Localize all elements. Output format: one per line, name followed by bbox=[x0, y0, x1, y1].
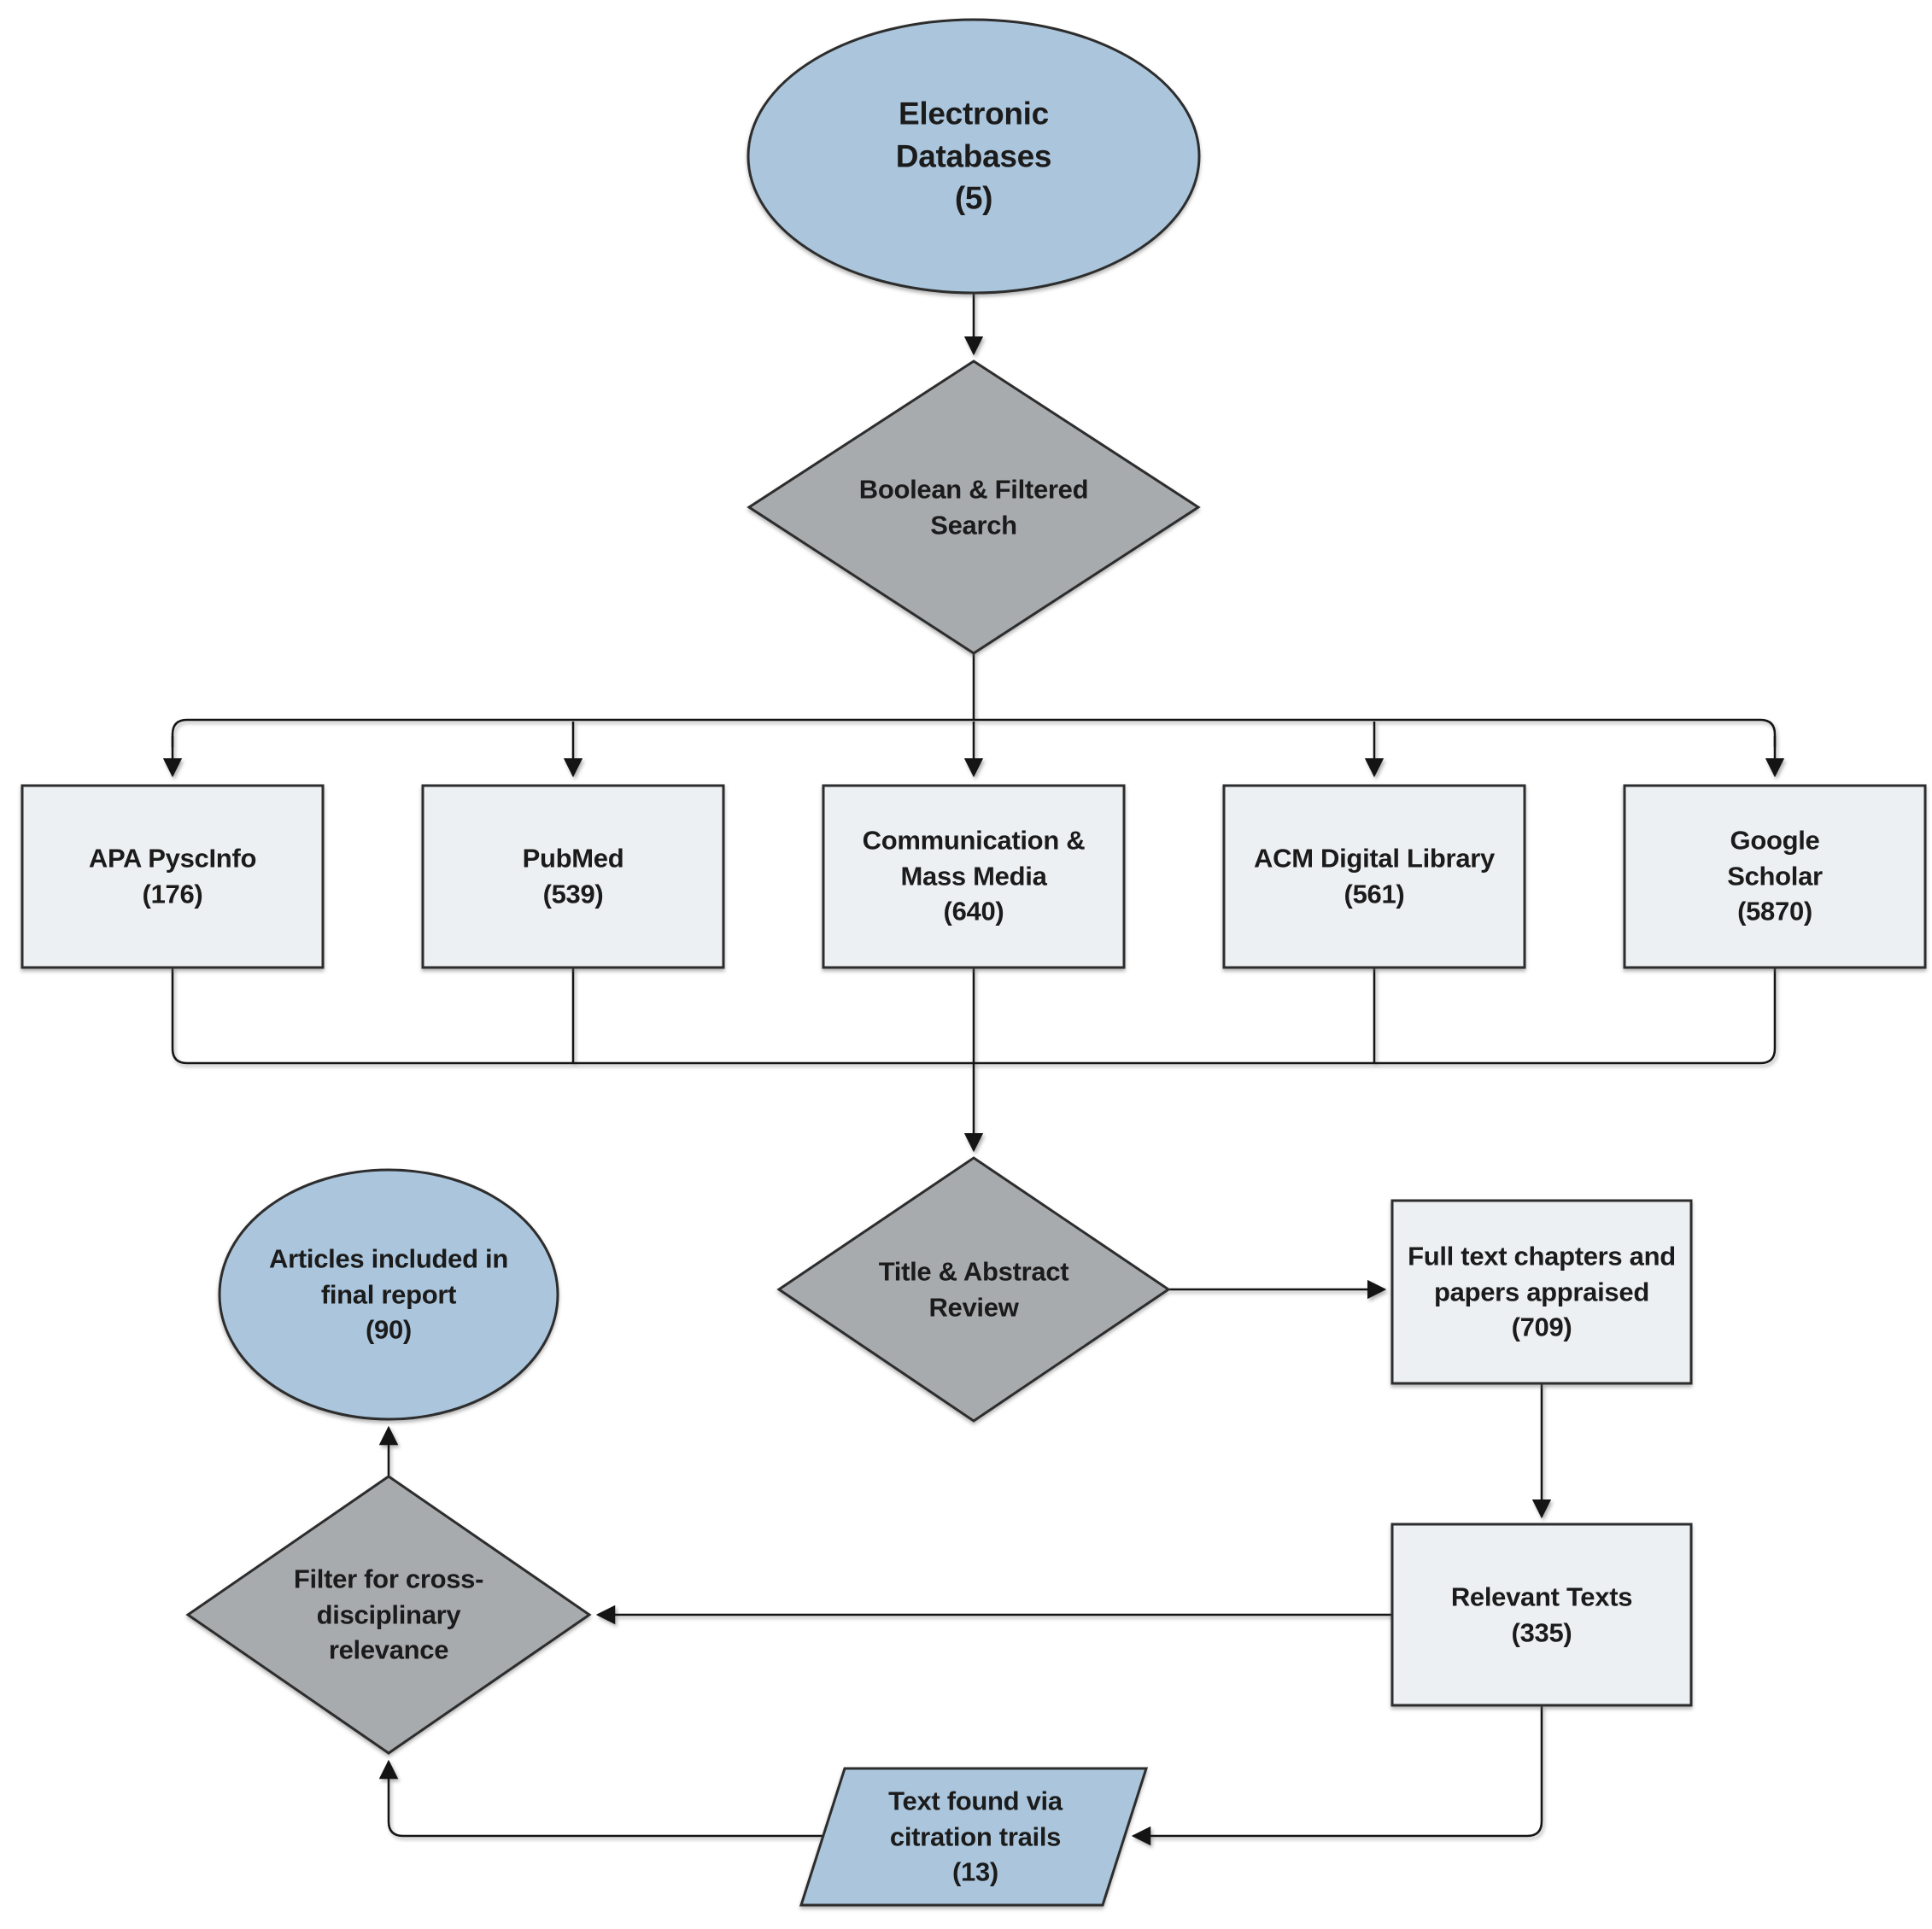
node-label-communication-mass-media: Communication & Mass Media (640) bbox=[862, 825, 1086, 927]
node-label-citation-trails: Text found via citration trails (13) bbox=[888, 1786, 1063, 1887]
node-label-electronic-databases: Electronic Databases (5) bbox=[895, 96, 1052, 216]
node-box-communication-mass-media bbox=[822, 784, 1126, 969]
edge-citation-to-filter bbox=[378, 1759, 823, 1838]
node-label-title-abstract-review: Title & Abstract Review bbox=[878, 1256, 1069, 1322]
node-diamond-filter-cross-disciplinary bbox=[185, 1475, 592, 1755]
node-box-apa-pyscinfo bbox=[20, 784, 325, 969]
node-label-articles-final-report: Articles included in final report (90) bbox=[269, 1243, 508, 1345]
node-label-filter-cross-disciplinary: Filter for cross- disciplinary relevance bbox=[293, 1564, 484, 1665]
node-label-relevant-texts: Relevant Texts (335) bbox=[1450, 1581, 1633, 1647]
node-ellipse-electronic-databases bbox=[746, 18, 1201, 295]
node-label-pubmed: PubMed (539) bbox=[522, 843, 624, 909]
node-label-acm-digital-library: ACM Digital Library (561) bbox=[1254, 843, 1495, 909]
node-label-google-scholar: Google Scholar (5870) bbox=[1727, 825, 1823, 927]
node-label-full-text-appraised: Full text chapters and papers appraised … bbox=[1408, 1241, 1676, 1342]
node-label-boolean-filtered-search: Boolean & Filtered Search bbox=[858, 474, 1089, 540]
node-ellipse-articles-final-report bbox=[218, 1168, 559, 1421]
edge-relevant-to-citation bbox=[1131, 1705, 1543, 1846]
node-label-apa-pyscinfo: APA PyscInfo (176) bbox=[88, 843, 257, 909]
edge-distribution-line bbox=[171, 718, 1777, 747]
node-box-acm-digital-library bbox=[1222, 784, 1526, 969]
node-diamond-boolean-filtered-search bbox=[746, 359, 1201, 655]
node-parallelogram-citation-trails bbox=[799, 1767, 1149, 1907]
node-box-full-text-appraised bbox=[1390, 1199, 1693, 1385]
node-box-pubmed bbox=[421, 784, 725, 969]
node-diamond-title-abstract-review bbox=[776, 1156, 1171, 1423]
node-box-relevant-texts bbox=[1390, 1523, 1693, 1707]
node-box-google-scholar bbox=[1623, 784, 1927, 969]
